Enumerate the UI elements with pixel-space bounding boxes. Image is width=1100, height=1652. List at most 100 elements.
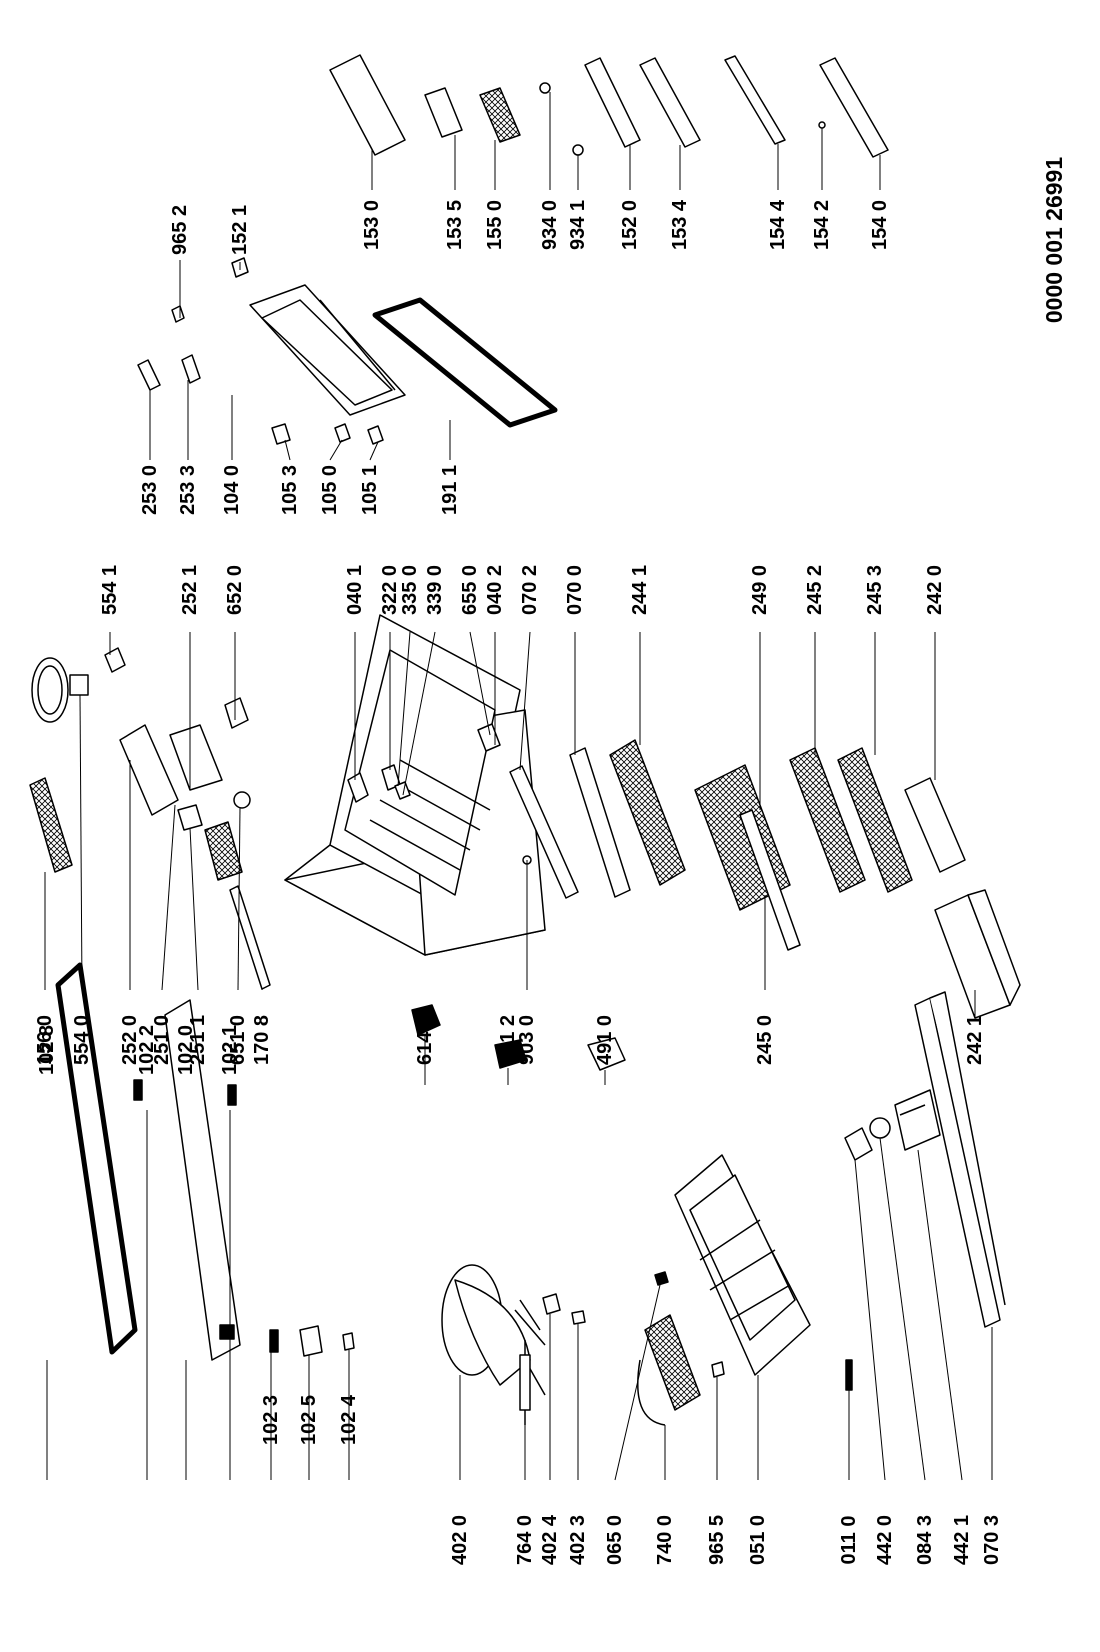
condenser-coil-drawing [637,1314,701,1426]
part-label: 252 0 [119,1015,141,1065]
part-label: 253 0 [139,465,161,515]
part-label: 154 0 [869,200,891,250]
part-label: 153 4 [669,199,691,250]
bolt-drawing [845,1359,853,1391]
fan-ring-drawing [31,657,89,723]
crisper-cover-drawing [609,739,686,886]
part-label: 191 1 [439,465,461,515]
part-label: 249 0 [749,565,771,615]
door-fittings-drawing [137,257,384,445]
part-label: 084 3 [914,1515,936,1565]
part-labels: 102 8 102 2 102 0 102 1 102 3 102 5 102 4 614 0… [34,199,1003,1565]
ice-tray-drawing [29,777,73,873]
part-label: 011 0 [838,1516,860,1565]
part-label: 252 1 [179,565,201,615]
leader-lines [44,92,993,1481]
part-label: 652 0 [224,565,246,615]
part-label: 170 8 [251,1015,273,1065]
door-gasket-drawing [55,962,138,1355]
part-label: 102 8 [36,1025,58,1075]
door-inner-drawing [249,284,406,416]
glass-shelves-drawing [694,747,913,951]
part-label: 651 0 [227,1015,249,1065]
part-label: 251 0 [151,1015,173,1065]
fan-bracket-drawing [844,1089,941,1161]
part-label: 154 4 [767,199,789,250]
part-label: 251 1 [187,1015,209,1065]
bottom-rail-drawing [914,991,1006,1328]
part-label: 245 2 [804,565,826,615]
document-number: 0000 001 26991 [1041,157,1067,323]
part-label: 152 0 [619,200,641,250]
relay-components-drawing [411,1004,626,1071]
door-shelves-drawing [329,54,889,158]
small-clips-drawing [654,1271,725,1378]
part-label: 442 0 [874,1515,896,1565]
part-label: 335 0 [399,565,421,615]
part-label: 070 0 [564,565,586,615]
part-label: 764 0 [514,1515,536,1565]
part-label: 105 1 [359,465,381,515]
part-label: 153 0 [361,200,383,250]
part-label: 934 1 [567,200,589,250]
part-label: 554 0 [71,1015,93,1065]
small-panel-parts-drawing [133,1079,355,1357]
part-label: 070 2 [519,565,541,615]
part-label: 040 2 [484,565,506,615]
part-label: 242 0 [924,565,946,615]
part-label: 155 0 [484,200,506,250]
shelf-rails-drawing [509,747,631,899]
part-label: 065 0 [604,1515,626,1565]
part-label: 102 1 [219,1025,241,1075]
cabinet-drawing [284,614,546,956]
filter-drier-drawing [519,1340,531,1425]
base-plinth-drawing [674,1154,811,1376]
part-label: 655 0 [459,565,481,615]
part-label: 154 2 [811,200,833,250]
knob-drawing [224,697,251,809]
part-label: 903 0 [516,1015,538,1065]
compressor-clips-drawing [542,1293,586,1325]
part-label: 152 1 [229,205,251,255]
part-label: 442 1 [951,1515,973,1565]
part-label: 245 0 [754,1015,776,1065]
part-label: 245 3 [864,565,886,615]
part-label: 934 0 [539,200,561,250]
part-label: 402 3 [567,1515,589,1565]
compressor-drawing [441,1264,546,1396]
part-label: 740 0 [654,1515,676,1565]
part-label: 102 2 [136,1025,158,1075]
part-label: 402 0 [449,1515,471,1565]
part-label: 070 3 [981,1515,1003,1565]
part-label: 040 1 [344,565,366,615]
part-label: 242 1 [964,1015,986,1065]
part-label: 105 3 [279,465,301,515]
thermostat-housing-drawing [119,724,243,881]
part-label: 102 5 [298,1395,320,1445]
part-label: 153 5 [444,200,466,250]
part-label: 322 0 [379,565,401,615]
part-label: 339 0 [424,565,446,615]
part-label: 554 1 [99,565,121,615]
part-label: 965 5 [706,1515,728,1565]
part-label: 253 3 [177,465,199,515]
part-label: 491 0 [594,1015,616,1065]
crisper-drawers-drawing [904,777,1021,1019]
part-label: 244 1 [629,565,651,615]
part-label: 402 4 [539,1514,561,1565]
part-label: 102 4 [338,1394,360,1445]
part-label: 102 0 [175,1025,197,1075]
part-label: 104 0 [221,465,243,515]
part-label: 965 2 [169,205,191,255]
part-label: 156 0 [34,1015,56,1065]
part-label: 102 3 [260,1395,282,1445]
part-label: 105 0 [319,465,341,515]
part-label: 614 0 [414,1015,436,1065]
light-strip-drawing [229,885,271,990]
door-seal-drawing [372,297,558,428]
fan-bracket-small-drawing [104,647,126,673]
part-label: 561 2 [497,1015,519,1065]
part-label: 051 0 [747,1515,769,1565]
